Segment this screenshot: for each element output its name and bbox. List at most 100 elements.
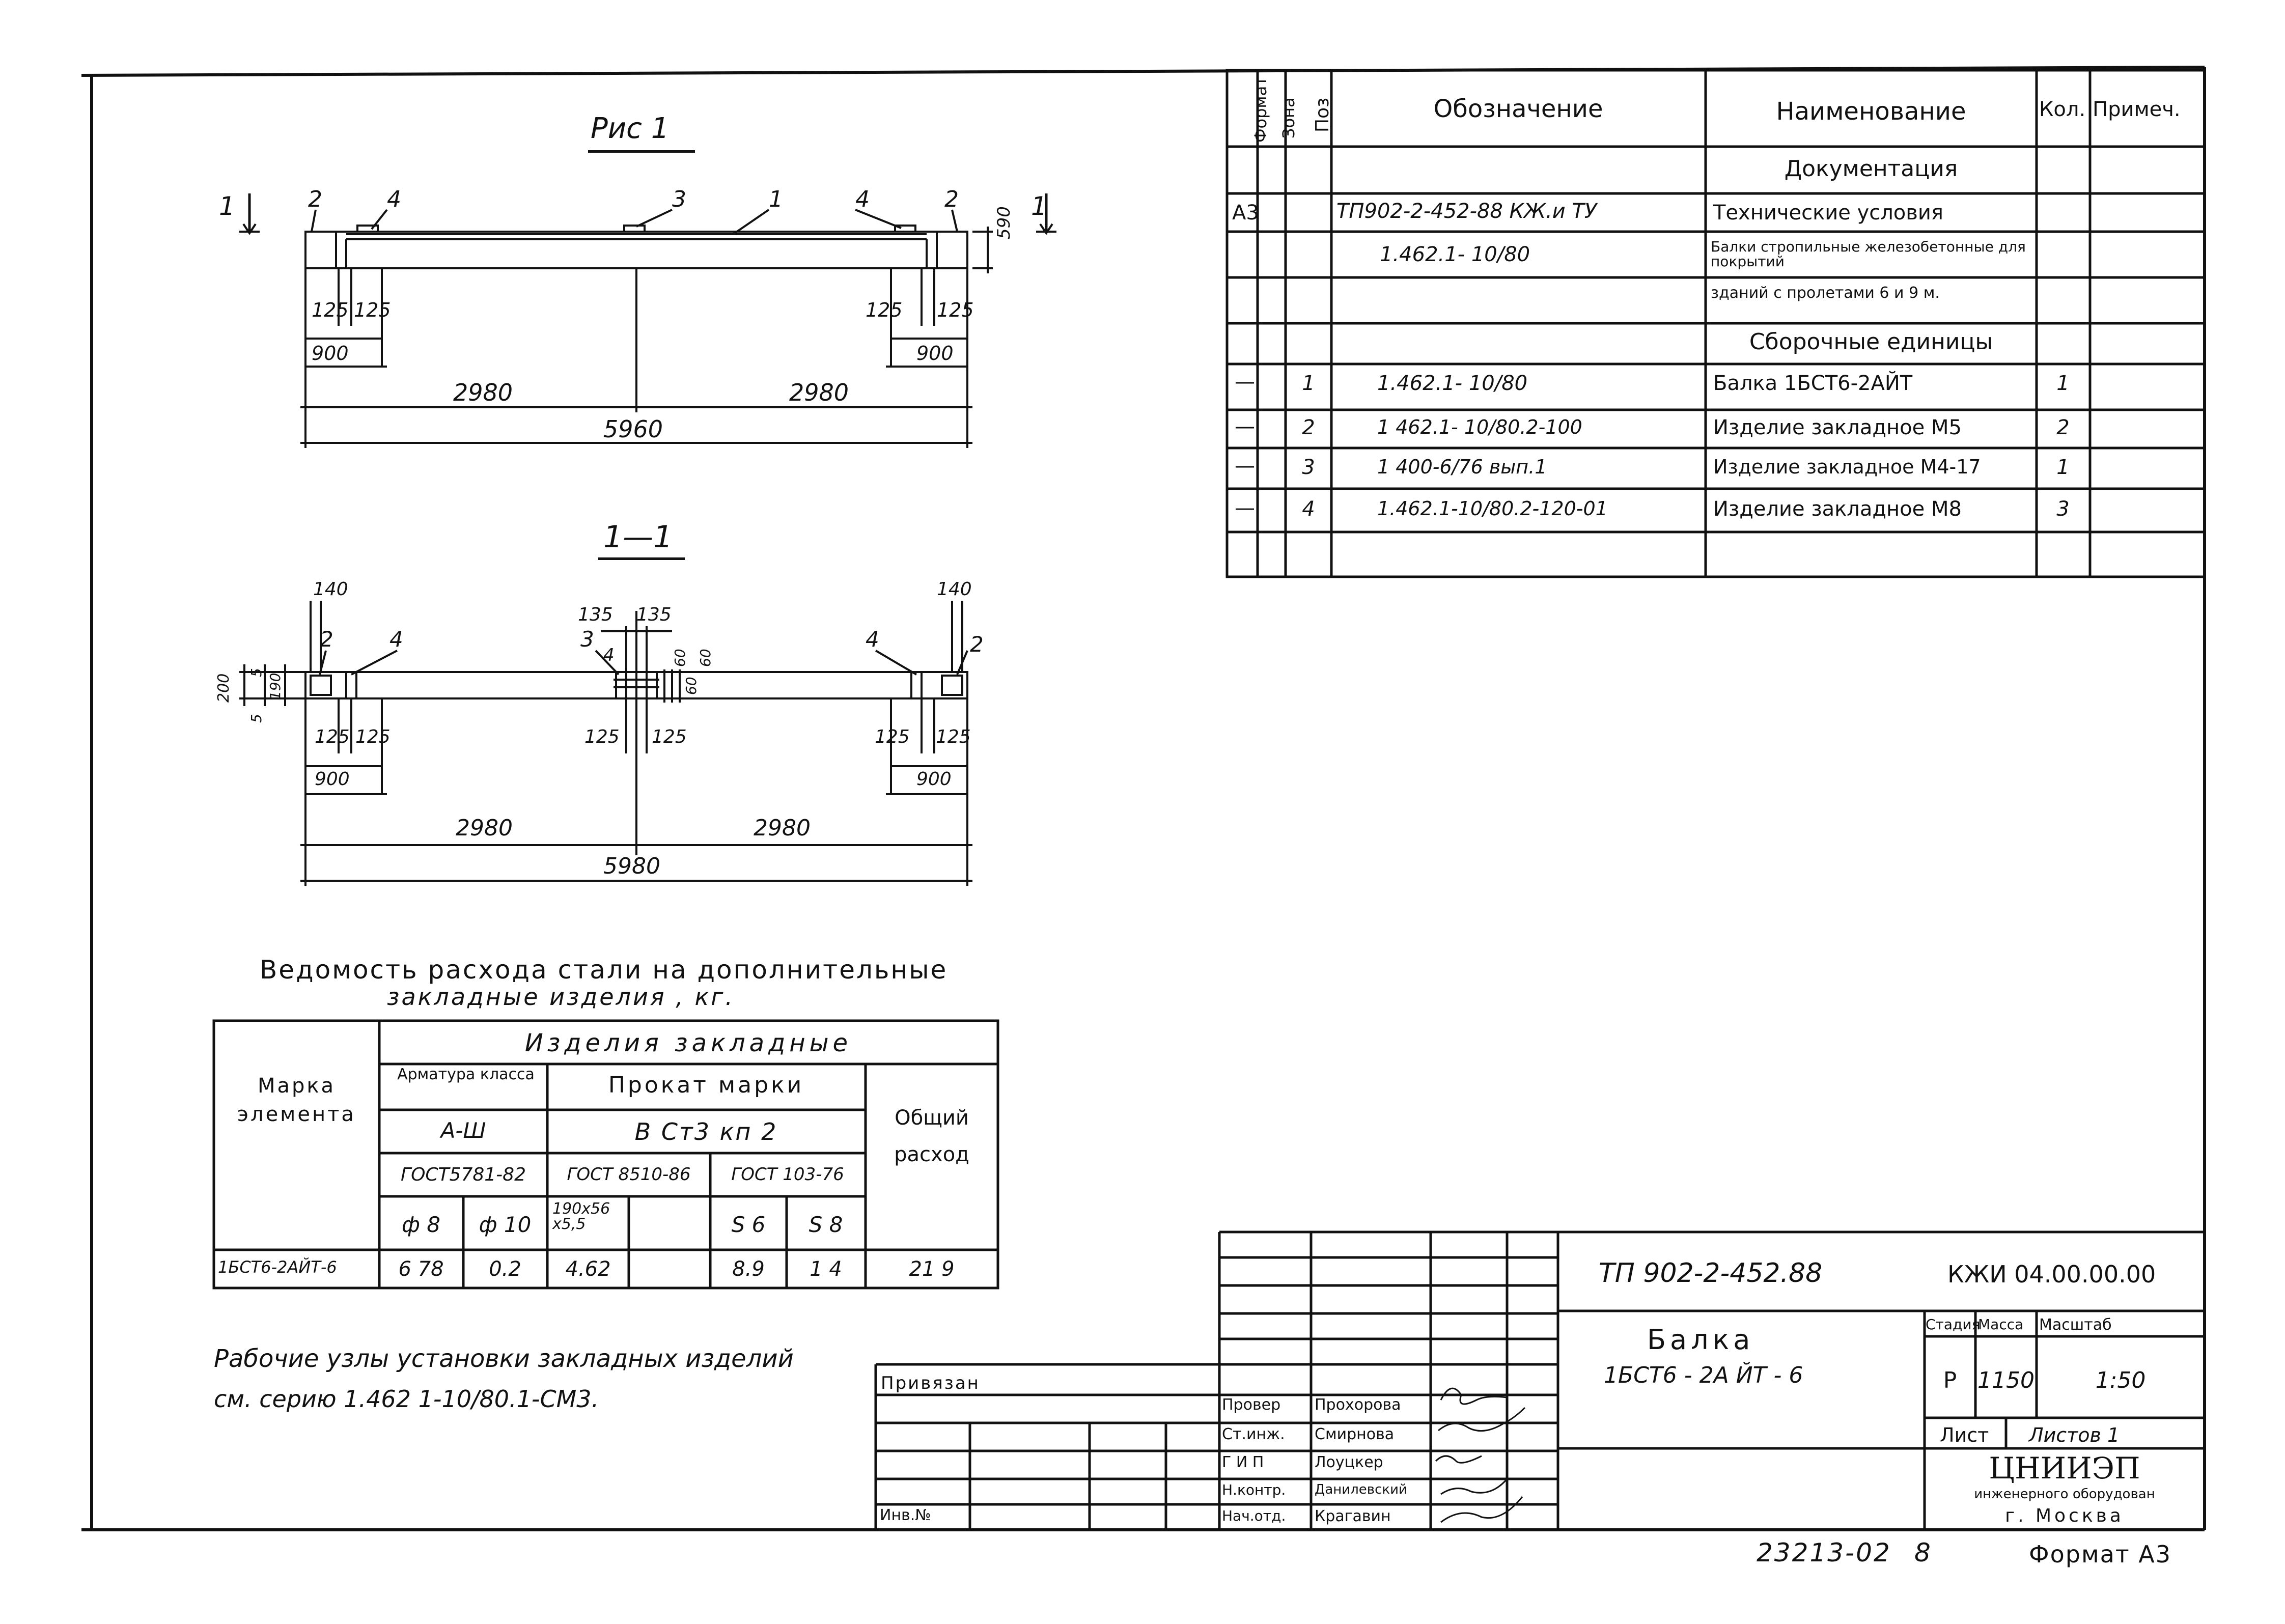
steel-header-izdeliya: Изделия закладные [524,1029,852,1057]
spec-row3-name: Балки стропильные железобетонные для пок… [1711,238,2026,270]
steel-title-line1: Ведомость расхода стали на дополнительны… [260,955,948,985]
spec-row6-oboz: 1.462.1- 10/80 [1377,372,1528,395]
fig1-dim-900-right: 900 [916,342,954,365]
stamp-scale-header: Масштаб [2039,1316,2112,1334]
stamp-name-4: Данилевский [1315,1482,1407,1497]
stamp-title2: 1БСТ6 - 2А ЙТ - 6 [1604,1362,1803,1388]
steel-row-f8: 6 78 [398,1257,444,1281]
stamp-scale: 1:50 [2095,1367,2146,1393]
spec-row8-format: — [1235,454,1255,478]
sec11-dim-125-f: 125 [936,726,971,747]
stamp-name-1: Прохорова [1315,1396,1401,1414]
spec-row7-name: Изделие закладное М5 [1713,416,1962,439]
spec-row9-oboz: 1.462.1-10/80.2-120-01 [1377,497,1608,520]
steel-row-s6: 8.9 [732,1257,765,1281]
spec-row3-oboz: 1.462.1- 10/80 [1380,243,1530,266]
note-line1: Рабочие узлы установки закладных изделий [214,1345,794,1373]
sec11-dim-5-top: 5 [248,668,265,677]
spec-row6-qty: 1 [2056,372,2070,395]
stamp-title1: Балка [1647,1324,1754,1356]
spec-row9-name: Изделие закладное М8 [1713,497,1962,521]
stamp-doc: КЖИ 04.00.00.00 [1947,1261,2156,1288]
sec11-dim-135-b: 135 [636,604,672,625]
spec-row2-oboz: ТП902-2-452-88 КЖ.и ТУ [1336,200,1597,223]
stamp-org1: ЦНИИЭП [1989,1451,2140,1486]
sec11-span-right: 2980 [754,815,811,841]
steel-header-armatura: Арматура класса [397,1066,535,1083]
steel-header-prokat: Прокат марки [608,1072,804,1098]
sec11-dim-5-bottom: 5 [248,714,265,723]
steel-header-gost8510: ГОСТ 8510-86 [567,1164,691,1185]
spec-row7-pos: 2 [1302,416,1315,439]
sec11-dim-900-right: 900 [916,769,952,790]
stamp-listov: Листов 1 [2029,1424,2120,1446]
steel-table-grid [212,1019,999,1290]
fig1-dim-125-c: 125 [866,299,903,321]
sec11-title-underline [598,557,685,560]
stamp-list: Лист [1940,1424,1989,1446]
fig1-pos-2-left: 2 [308,186,322,212]
stamp-role-3: Г И П [1222,1453,1264,1471]
stamp-inv: Инв.№ [880,1506,931,1524]
fig1-dim-125-b: 125 [354,299,391,321]
steel-col-s8: S 8 [809,1212,843,1237]
spec-header-qty: Кол. [2039,98,2086,121]
sec11-dim-125-b: 125 [355,726,391,747]
spec-header-format: Формат [1251,76,1270,143]
steel-row-f10: 0.2 [489,1257,521,1281]
spec-row7-format: — [1235,415,1255,438]
fig1-title: Рис 1 [591,112,670,145]
steel-col-f8: ф 8 [402,1212,440,1237]
steel-header-gost103: ГОСТ 103-76 [731,1164,844,1185]
spec-row-documentation: Документация [1784,156,1958,182]
stamp-stage-header: Стадия [1926,1316,1981,1333]
spec-row6-name: Балка 1БСТ6-2АЙТ [1713,372,1913,395]
steel-row-plate: 4.62 [565,1257,611,1281]
spec-row8-pos: 3 [1302,456,1315,479]
sec11-dim-900-left: 900 [315,769,350,790]
steel-col-plate: 190х56 х5,5 [552,1200,610,1233]
stamp-role-5: Нач.отд. [1222,1507,1286,1524]
fig1-span-right: 2980 [789,379,849,406]
title-block-grid [874,1230,2205,1530]
stamp-role-4: Н.контр. [1222,1481,1286,1498]
stamp-name-3: Лоуцкер [1315,1453,1383,1471]
spec-table-grid [1225,69,2206,578]
sec11-dim-125-d: 125 [652,726,687,747]
fig1-section-mark-right: 1 [1031,191,1047,221]
steel-header-vst: В Ст3 кп 2 [634,1118,778,1145]
sec11-total: 5980 [603,853,660,879]
steel-col-s6: S 6 [731,1212,766,1237]
sec11-dim-125-a: 125 [315,726,350,747]
spec-row8-qty: 1 [2056,456,2070,479]
steel-title-line2: закладные изделия , кг. [387,983,735,1011]
fig1-pos-2-right: 2 [944,186,959,212]
steel-row-marka: 1БСТ6-2АЙТ-6 [218,1257,337,1277]
fig1-height-dim: 590 [994,206,1014,239]
fig1-pos-3: 3 [672,186,686,212]
stamp-role-1: Провер [1222,1396,1281,1414]
spec-row8-oboz: 1 400-6/76 вып.1 [1377,456,1547,478]
spec-header-pos: Поз [1312,97,1333,132]
spec-row7-oboz: 1 462.1- 10/80.2-100 [1377,416,1582,438]
spec-row2-format: А3 [1232,201,1259,225]
stamp-org2: инженерного оборудован [1974,1487,2155,1502]
stamp-role-2: Ст.инж. [1222,1425,1285,1443]
steel-header-aiii: А-Ш [440,1118,486,1143]
fig1-dim-900-left: 900 [312,342,349,365]
stamp-name-5: Крагавин [1315,1507,1391,1525]
sec11-dim-60-c: 60 [697,649,714,667]
sec11-dim-200: 200 [215,673,233,703]
fig1-pos-4-right: 4 [855,186,870,212]
stamp-org3: г. Москва [2005,1505,2124,1526]
steel-row-total: 21 9 [909,1257,955,1281]
steel-header-marka: Марка элемента [237,1074,356,1126]
footer-number: 23213-02 [1757,1538,1891,1567]
sec11-dim-140-right: 140 [937,579,972,600]
sec11-pos-4-mid: 4 [603,645,615,665]
footer-sheet: 8 [1914,1538,1931,1567]
fig1-pos-4-left: 4 [387,186,401,212]
sec11-dim-60-a: 60 [672,649,688,667]
spec-row8-name: Изделие закладное М4-17 [1713,456,1981,478]
